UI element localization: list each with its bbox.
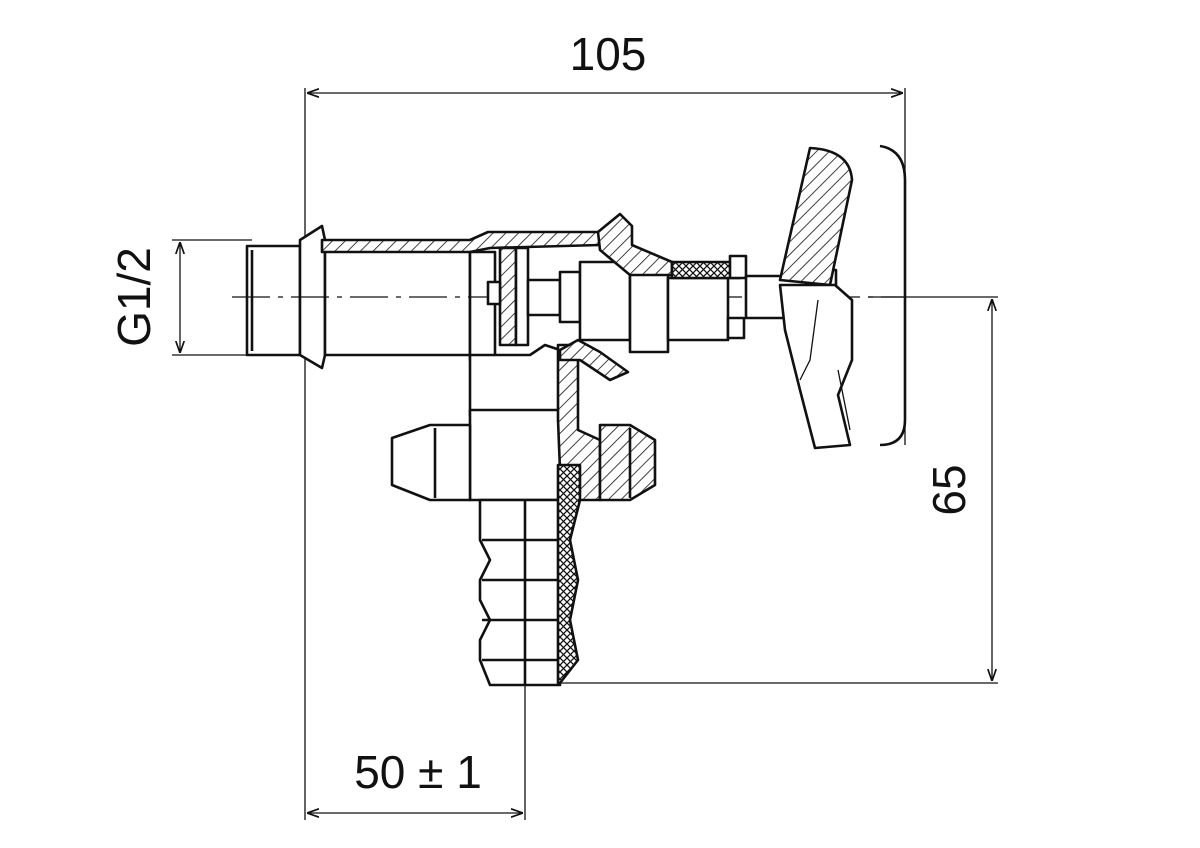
dimension-thread-size: G1/2 xyxy=(108,239,252,356)
thread-size-label: G1/2 xyxy=(108,247,160,347)
dimension-offset: 50 ± 1 xyxy=(307,680,526,820)
handwheel xyxy=(778,144,907,450)
overall-length-label: 105 xyxy=(570,28,647,80)
valve-body xyxy=(245,224,602,502)
offset-label: 50 ± 1 xyxy=(354,746,482,798)
height-label: 65 xyxy=(923,464,975,515)
spindle-assembly xyxy=(526,212,838,382)
dimension-height: 65 xyxy=(560,296,998,684)
dimension-overall-length: 105 xyxy=(304,28,906,820)
hose-barb xyxy=(478,463,582,687)
seal-disc xyxy=(486,246,530,347)
side-nozzle xyxy=(390,423,657,502)
